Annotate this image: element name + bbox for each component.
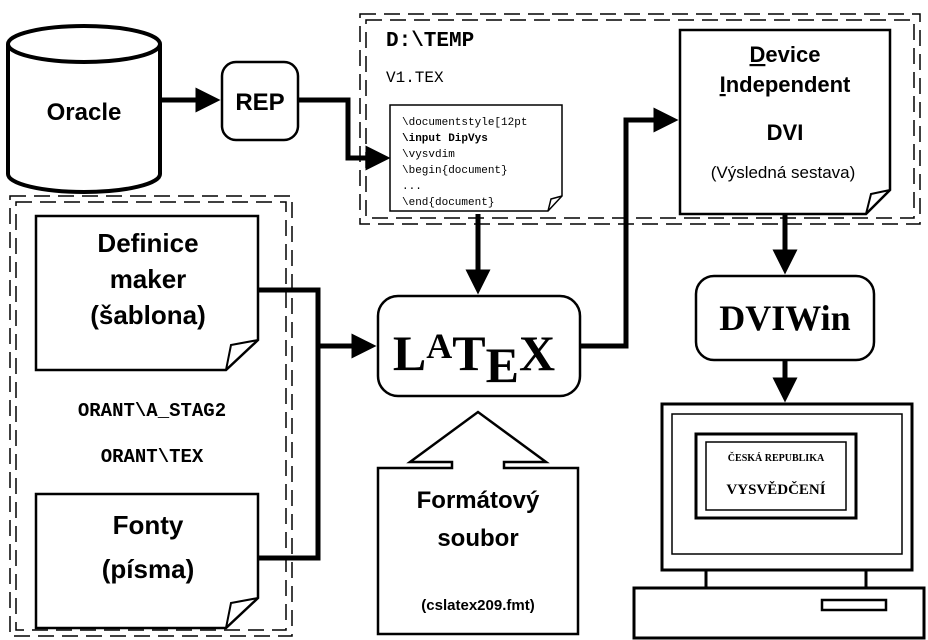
dvi-subtitle: (Výsledná sestava) [711,163,856,182]
latex-logo: LATEX [393,325,555,393]
macros-line-2: maker [110,264,187,294]
dvi-title-line2: Independent [720,72,851,97]
fonts-document: Fonty (písma) [34,492,260,630]
arrow-rep-to-tex [298,97,391,171]
tex-line-4: \begin{document} [402,165,508,177]
format-file-line-1: Formátový [417,487,540,514]
orant-tex-path: ORANT\TEX [101,446,204,468]
fonts-line-2: (písma) [102,554,194,584]
temp-path-label: D:\TEMP [386,30,474,53]
tex-line-6: \end{document} [402,197,494,209]
tex-line-2: \input DipVys [402,133,488,145]
temp-group-frame [359,13,921,225]
line-macros-to-merge [258,287,321,346]
dviwin-box: DVIWin [694,274,876,362]
tex-file-label: V1.TEX [386,69,444,87]
fonts-line-1: Fonty [113,510,184,540]
arrow-latex-to-dvi [580,107,679,349]
tex-line-1: \documentstyle[12pt [402,117,527,129]
dvi-document: Device Independent DVI (Výsledná sestava… [678,28,892,216]
rep-box: REP [220,60,300,142]
macros-line-3: (šablona) [90,300,206,330]
dvi-title-line1: Device [750,42,821,67]
macro-definitions-document: Definice maker (šablona) [34,214,260,372]
rep-label: REP [235,89,284,116]
dviwin-label: DVIWin [719,298,850,338]
oracle-database: Oracle [6,24,162,194]
format-file-block-arrow: Formátový soubor (cslatex209.fmt) [376,410,580,636]
line-fonts-to-merge [258,346,321,561]
macros-line-1: Definice [97,228,198,258]
left-group-frame [9,195,293,637]
tex-line-3: \vysvdim [402,149,455,161]
orant-stag-path: ORANT\A_STAG2 [78,400,226,422]
dvi-label: DVI [767,120,804,145]
latex-processor-box: LATEX [376,294,582,398]
computer-base-unit [632,586,926,640]
tex-line-5: ... [402,181,422,193]
format-file-line-2: soubor [437,525,518,552]
oracle-label: Oracle [47,99,122,126]
computer-monitor: ČESKÁ REPUBLIKA VYSVĚDČENÍ [660,402,914,590]
screen-line-2: VYSVĚDČENÍ [726,481,825,498]
tex-source-document: \documentstyle[12pt \input DipVys \vysvd… [389,104,563,212]
screen-line-1: ČESKÁ REPUBLIKA [728,451,825,464]
connectors [160,87,798,561]
format-file-line-3: (cslatex209.fmt) [421,597,534,614]
